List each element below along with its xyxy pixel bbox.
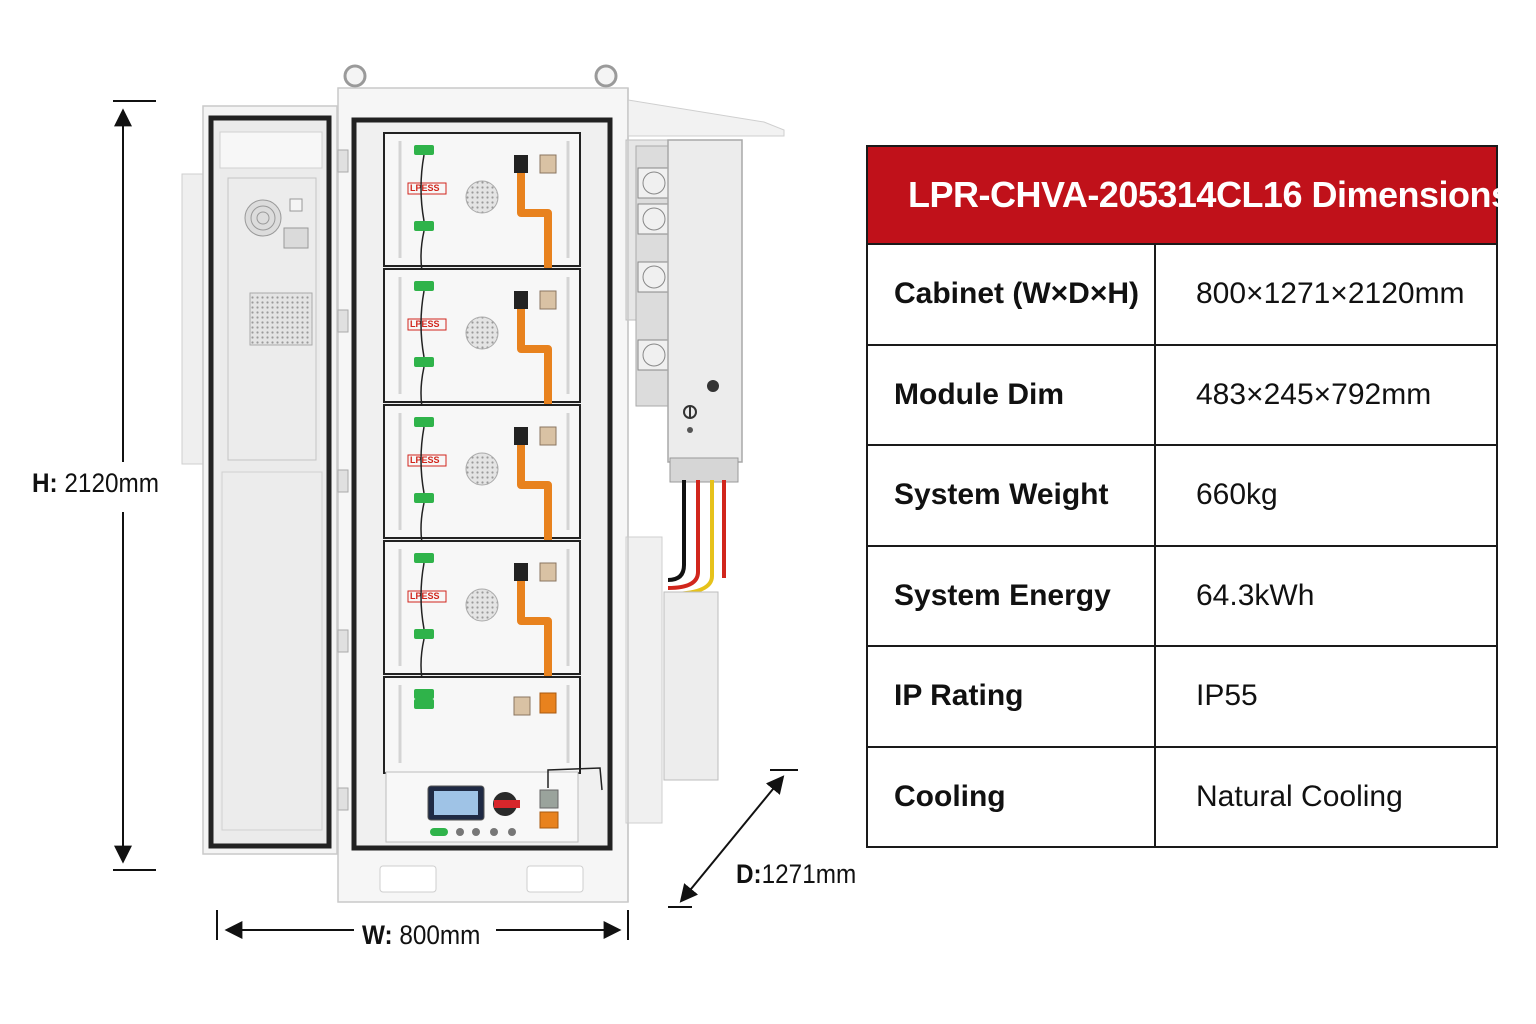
terminal-icon — [539, 426, 557, 446]
spec-row: Cooling Natural Cooling — [868, 745, 1496, 846]
terminal-icon — [539, 290, 557, 310]
busbar — [517, 445, 552, 555]
terminal-icon — [539, 154, 557, 174]
terminal-icon — [514, 563, 528, 581]
width-dimension — [216, 910, 629, 940]
sense-cable — [420, 562, 425, 630]
busbar — [517, 309, 552, 419]
spec-table: LPR-CHVA-205314CL16 Dimensions Cabinet (… — [866, 145, 1511, 848]
brand-label: LPESS — [410, 319, 440, 329]
spec-key: Cabinet (W×D×H) — [868, 245, 1156, 344]
spec-row: Cabinet (W×D×H) 800×1271×2120mm — [868, 243, 1496, 344]
battery-module-stack: LPESS LPESS LPESS LPESS — [383, 132, 581, 774]
battery-base-module — [383, 676, 581, 774]
spec-row: IP Rating IP55 — [868, 645, 1496, 746]
height-dimension-label: H: 2120mm — [32, 468, 159, 498]
connector-icon — [414, 699, 434, 709]
busbar — [517, 173, 552, 283]
terminal-icon — [514, 291, 528, 309]
terminal-icon — [514, 427, 528, 445]
connector-icon — [414, 281, 434, 291]
spec-key: Module Dim — [868, 345, 1156, 444]
connector-icon — [414, 221, 434, 231]
spec-key: System Energy — [868, 546, 1156, 645]
terminal-icon — [514, 155, 528, 173]
spec-row: System Energy 64.3kWh — [868, 544, 1496, 645]
vent-grille-icon — [465, 316, 499, 350]
spec-value: 660kg — [1196, 478, 1278, 512]
spec-value: Natural Cooling — [1196, 779, 1403, 813]
spec-table-title: LPR-CHVA-205314CL16 Dimensions — [868, 147, 1511, 243]
terminal-icon — [513, 696, 531, 716]
sense-cable — [420, 154, 425, 222]
spec-value: IP55 — [1196, 679, 1258, 713]
terminal-icon — [539, 562, 557, 582]
width-dimension-label: W: 800mm — [362, 920, 481, 950]
connector-icon — [414, 417, 434, 427]
vent-grille-icon — [465, 588, 499, 622]
connector-icon — [414, 145, 434, 155]
spec-row: Module Dim 483×245×792mm — [868, 343, 1496, 444]
brand-label: LPESS — [410, 455, 440, 465]
cabinet-illustration: LPESS LPESS LPESS LPESS — [113, 64, 798, 940]
depth-dimension — [668, 769, 798, 908]
cabinet-left-door — [181, 105, 338, 855]
terminal-icon — [539, 692, 557, 714]
busbar — [517, 581, 552, 691]
connector-icon — [414, 629, 434, 639]
connector-icon — [414, 493, 434, 503]
brand-label: LPESS — [410, 591, 440, 601]
spec-value: 800×1271×2120mm — [1196, 277, 1465, 311]
brand-label: LPESS — [410, 183, 440, 193]
spec-row: System Weight 660kg — [868, 444, 1496, 545]
spec-value: 64.3kWh — [1196, 578, 1315, 612]
vent-grille-icon — [465, 452, 499, 486]
depth-dimension-label: D:1271mm — [736, 859, 857, 889]
spec-key: Cooling — [868, 747, 1156, 846]
sense-cable — [420, 290, 425, 358]
vent-grille-icon — [465, 180, 499, 214]
sense-cable — [420, 426, 425, 494]
spec-key: System Weight — [868, 446, 1156, 545]
rain-hood — [627, 99, 785, 137]
side-inverter — [625, 139, 743, 824]
spec-value: 483×245×792mm — [1196, 377, 1432, 411]
connector-icon — [414, 689, 434, 699]
spec-key: IP Rating — [868, 647, 1156, 746]
connector-icon — [414, 357, 434, 367]
control-module — [385, 767, 603, 843]
connector-icon — [414, 553, 434, 563]
height-dimension — [113, 100, 156, 871]
